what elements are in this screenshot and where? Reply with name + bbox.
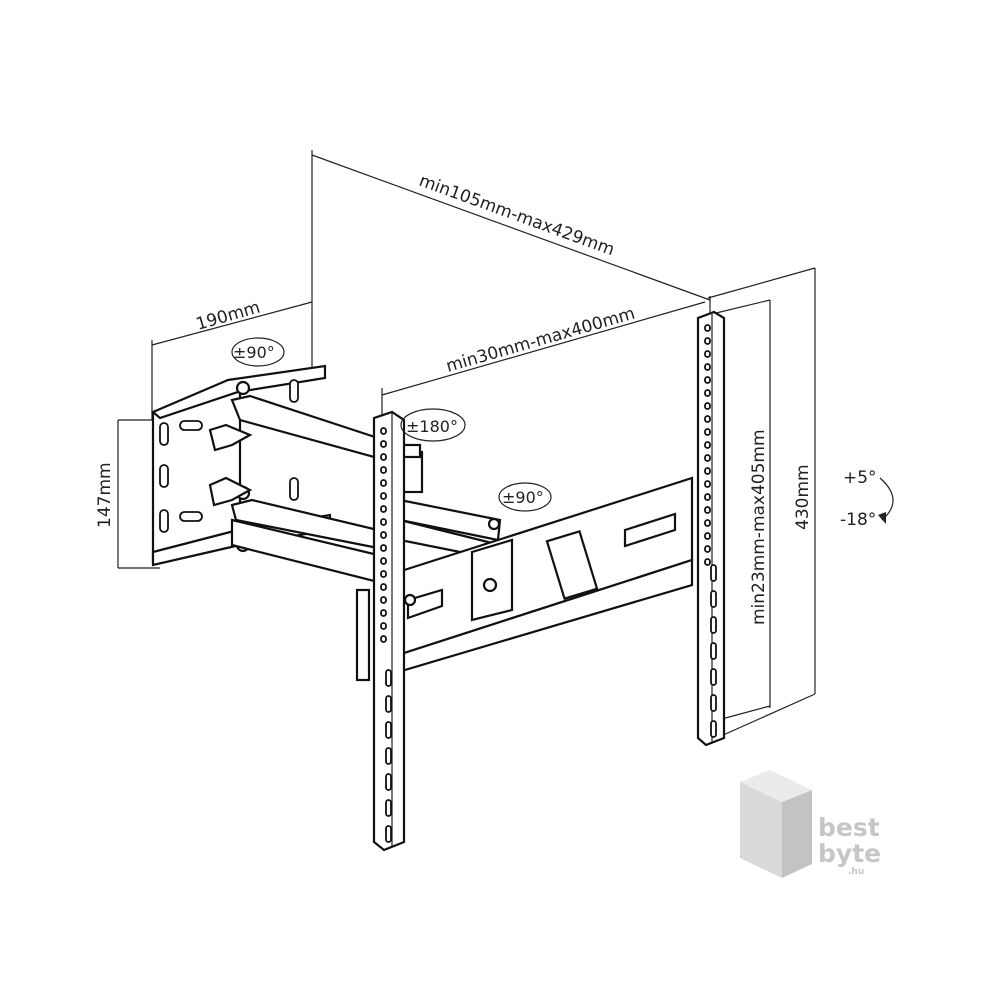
logo-suffix: .hu xyxy=(848,867,864,877)
strap-hole xyxy=(704,467,711,475)
swivel-arrow-icon xyxy=(400,408,466,442)
swivel-arrow-icon xyxy=(231,337,285,367)
total-depth-label: min105mm-max429mm xyxy=(416,171,617,260)
vesa-vertical-label: min23mm-max405mm xyxy=(749,429,769,625)
strap-hole xyxy=(385,721,392,739)
arrowhead-icon xyxy=(878,512,886,524)
strap-hole xyxy=(704,532,711,540)
strap-hole xyxy=(710,642,717,660)
strap-holes xyxy=(380,324,717,843)
strap-hole xyxy=(704,363,711,371)
strap-hole xyxy=(380,453,387,461)
strap-hole xyxy=(380,544,387,552)
rail-window xyxy=(545,529,599,601)
logo-word-best: best xyxy=(818,813,880,842)
slot xyxy=(179,420,203,431)
slot xyxy=(159,464,169,488)
wall-swivel-label: ±90° xyxy=(233,343,275,362)
strap-hole xyxy=(704,402,711,410)
joint-swivel-label: ±90° xyxy=(502,488,544,507)
strap-hole xyxy=(380,622,387,630)
strap-hole xyxy=(704,376,711,384)
strap-hole xyxy=(380,596,387,604)
bolt xyxy=(403,593,417,607)
strap-hole xyxy=(380,479,387,487)
logo-word-byte: byte xyxy=(818,839,881,868)
strap-hole xyxy=(385,747,392,765)
strap-hole xyxy=(380,466,387,474)
bolt xyxy=(235,380,251,396)
strap-hole xyxy=(704,480,711,488)
rail-slot xyxy=(623,512,677,548)
strap-hole xyxy=(704,558,711,566)
strap-hole xyxy=(704,441,711,449)
strap-hole xyxy=(710,668,717,686)
strap-hole xyxy=(385,825,392,843)
strap-hole xyxy=(704,506,711,514)
slot xyxy=(159,509,169,533)
wall-width-label: 190mm xyxy=(194,298,263,335)
rail-slot xyxy=(406,588,444,620)
strap-hole xyxy=(704,519,711,527)
strap-hole xyxy=(380,440,387,448)
strap-hole xyxy=(380,518,387,526)
strap-hole xyxy=(704,493,711,501)
swivel-arrow-icon xyxy=(498,482,552,512)
strap-hole xyxy=(380,492,387,500)
rotation-arrows xyxy=(231,337,894,524)
strap-hole xyxy=(380,557,387,565)
strap-hole xyxy=(704,454,711,462)
strap-hole xyxy=(380,570,387,578)
strap-hole xyxy=(710,590,717,608)
strap-hole xyxy=(385,669,392,687)
bolt xyxy=(487,517,501,531)
strap-hole xyxy=(385,799,392,817)
arm-extension-label: min30mm-max400mm xyxy=(444,304,637,377)
wall-height-label: 147mm xyxy=(95,462,115,528)
strap-clip xyxy=(355,588,371,682)
strap-hole xyxy=(380,505,387,513)
tilt-down-label: -18° xyxy=(840,510,876,530)
slot xyxy=(289,477,299,501)
slot xyxy=(289,379,299,403)
strap-hole xyxy=(380,427,387,435)
strap-hole xyxy=(704,389,711,397)
bolt xyxy=(482,577,498,593)
strap-hole xyxy=(704,350,711,358)
strap-hole xyxy=(704,337,711,345)
slot xyxy=(159,422,169,446)
bracket-height-label: 430mm xyxy=(793,464,813,530)
strap-hole xyxy=(710,720,717,738)
arm-swivel-label: ±180° xyxy=(406,417,458,436)
strap-hole xyxy=(704,428,711,436)
strap-hole xyxy=(704,415,711,423)
tv-rail xyxy=(396,476,694,674)
left-tv-strap xyxy=(355,410,406,852)
slot xyxy=(179,511,203,522)
bestbyte-logo: best byte .hu xyxy=(740,770,881,878)
strap-hole xyxy=(710,616,717,634)
strap-hole xyxy=(710,564,717,582)
strap-hole xyxy=(380,531,387,539)
strap-hole xyxy=(380,583,387,591)
strap-hole xyxy=(704,545,711,553)
dimension-lines xyxy=(117,150,816,741)
strap-hole xyxy=(385,773,392,791)
strap-hole xyxy=(710,694,717,712)
strap-hole xyxy=(380,635,387,643)
tilt-up-label: +5° xyxy=(843,468,877,488)
strap-hole xyxy=(704,324,711,332)
strap-hole xyxy=(380,609,387,617)
strap-hole xyxy=(385,695,392,713)
